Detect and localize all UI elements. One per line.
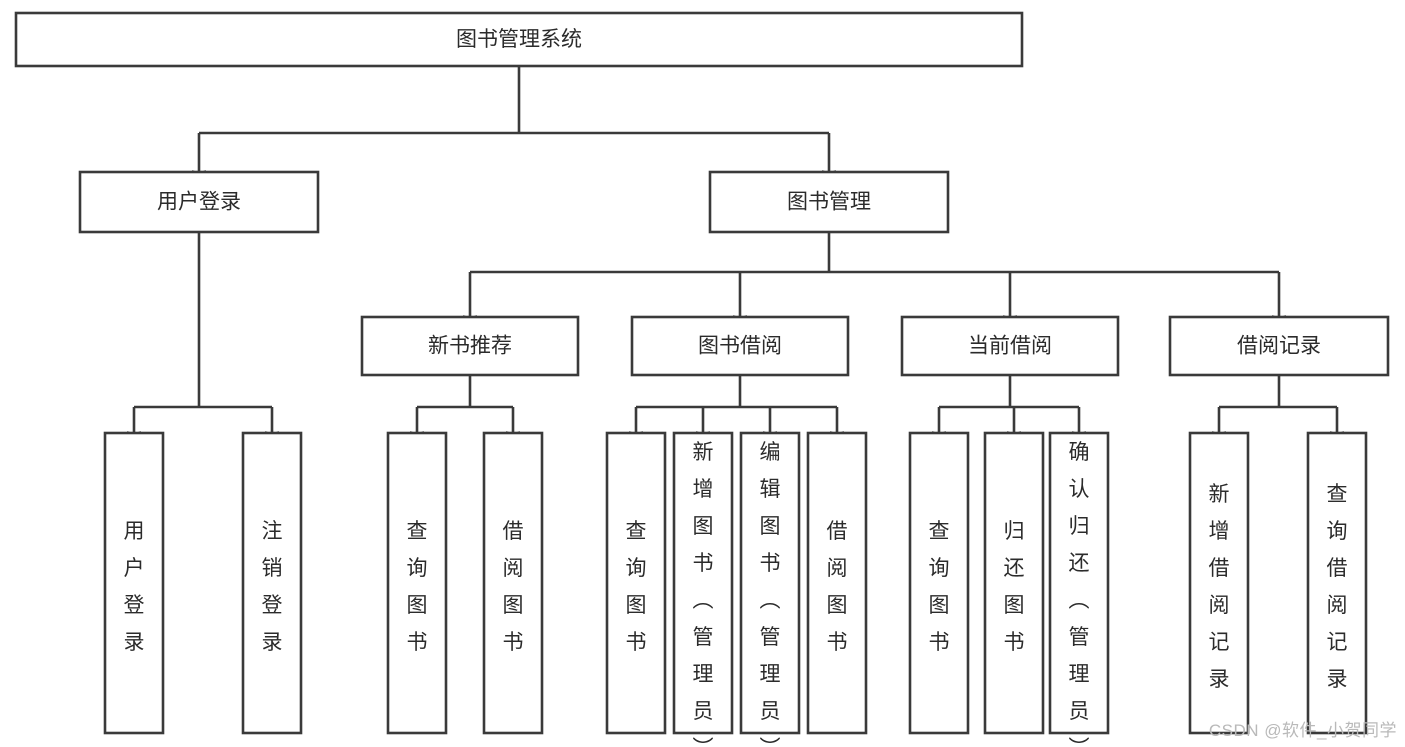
node-book-borrow-label: 图书借阅 [698, 335, 782, 358]
node-leaf-borrow-book-1-label: 借阅图书 [503, 520, 524, 654]
node-leaf-query-book-3[interactable]: 查询图书 [908, 431, 970, 735]
node-leaf-query-record-label: 查询借阅记录 [1327, 483, 1348, 691]
node-book-borrow-box[interactable] [630, 315, 850, 377]
node-leaf-borrow-book-1-box[interactable] [482, 431, 544, 735]
node-user-login-label: 用户登录 [157, 191, 241, 214]
node-book-borrow[interactable]: 图书借阅 [630, 315, 850, 377]
node-leaf-query-book-1[interactable]: 查询图书 [386, 431, 448, 735]
node-root[interactable]: 图书管理系统 [14, 11, 1024, 68]
node-leaf-query-book-2-box[interactable] [605, 431, 667, 735]
node-leaf-add-book-label: 新增图书︵管理员︶ [693, 441, 714, 747]
node-current-borrow[interactable]: 当前借阅 [900, 315, 1120, 377]
node-root-box[interactable] [14, 11, 1024, 68]
node-user-login[interactable]: 用户登录 [78, 170, 320, 234]
node-leaf-edit-book[interactable]: 编辑图书︵管理员︶ [739, 431, 801, 747]
node-current-borrow-box[interactable] [900, 315, 1120, 377]
node-book-manage[interactable]: 图书管理 [708, 170, 950, 234]
node-leaf-borrow-book-2-label: 借阅图书 [827, 520, 848, 654]
node-leaf-query-book-1-label: 查询图书 [407, 520, 428, 654]
node-layer: 图书管理系统用户登录图书管理新书推荐图书借阅当前借阅借阅记录用户登录注销登录查询… [14, 11, 1390, 747]
node-leaf-query-record-box[interactable] [1306, 431, 1368, 735]
node-new-book-recommend-label: 新书推荐 [428, 335, 512, 358]
node-user-login-box[interactable] [78, 170, 320, 234]
node-leaf-query-book-3-box[interactable] [908, 431, 970, 735]
node-leaf-logout[interactable]: 注销登录 [241, 431, 303, 735]
node-leaf-return-book-label: 归还图书 [1004, 520, 1025, 654]
node-leaf-edit-book-box[interactable] [739, 431, 801, 735]
node-leaf-query-book-3-label: 查询图书 [929, 520, 950, 654]
node-leaf-return-book-box[interactable] [983, 431, 1045, 735]
node-leaf-confirm-return[interactable]: 确认归还︵管理员︶ [1048, 431, 1110, 747]
node-leaf-logout-box[interactable] [241, 431, 303, 735]
node-leaf-edit-book-label: 编辑图书︵管理员︶ [760, 441, 781, 747]
connector-layer [127, 66, 1344, 442]
node-leaf-logout-label: 注销登录 [262, 520, 283, 654]
node-leaf-add-record[interactable]: 新增借阅记录 [1188, 431, 1250, 735]
node-book-manage-label: 图书管理 [787, 191, 871, 214]
node-borrow-record-label: 借阅记录 [1237, 335, 1321, 358]
node-leaf-add-book[interactable]: 新增图书︵管理员︶ [672, 431, 734, 747]
node-borrow-record[interactable]: 借阅记录 [1168, 315, 1390, 377]
node-leaf-return-book[interactable]: 归还图书 [983, 431, 1045, 735]
node-new-book-recommend[interactable]: 新书推荐 [360, 315, 580, 377]
node-leaf-confirm-return-label: 确认归还︵管理员︶ [1069, 441, 1090, 747]
node-leaf-query-record[interactable]: 查询借阅记录 [1306, 431, 1368, 735]
node-leaf-user-login-label: 用户登录 [124, 520, 145, 654]
node-leaf-confirm-return-box[interactable] [1048, 431, 1110, 735]
node-new-book-recommend-box[interactable] [360, 315, 580, 377]
node-root-label: 图书管理系统 [456, 28, 582, 51]
node-leaf-user-login-box[interactable] [103, 431, 165, 735]
node-current-borrow-label: 当前借阅 [968, 335, 1052, 358]
node-leaf-query-book-2[interactable]: 查询图书 [605, 431, 667, 735]
node-leaf-user-login[interactable]: 用户登录 [103, 431, 165, 735]
node-leaf-borrow-book-2-box[interactable] [806, 431, 868, 735]
node-leaf-borrow-book-1[interactable]: 借阅图书 [482, 431, 544, 735]
node-leaf-add-record-box[interactable] [1188, 431, 1250, 735]
node-leaf-query-book-1-box[interactable] [386, 431, 448, 735]
node-borrow-record-box[interactable] [1168, 315, 1390, 377]
node-leaf-borrow-book-2[interactable]: 借阅图书 [806, 431, 868, 735]
node-book-manage-box[interactable] [708, 170, 950, 234]
node-leaf-add-record-label: 新增借阅记录 [1209, 483, 1230, 691]
node-leaf-add-book-box[interactable] [672, 431, 734, 735]
node-leaf-query-book-2-label: 查询图书 [626, 520, 647, 654]
